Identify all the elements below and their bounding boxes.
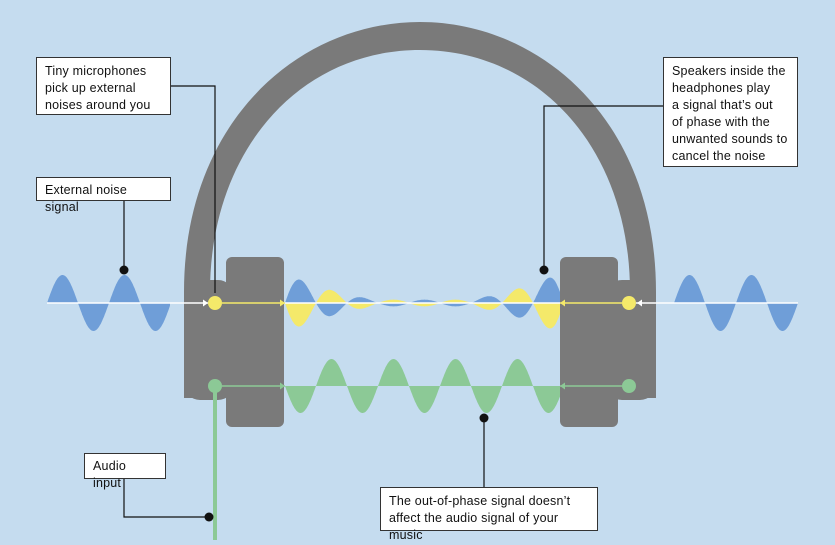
callout-external-noise: External noise signal [36, 177, 171, 214]
music-wave [285, 359, 560, 413]
leader-lines [123, 85, 663, 518]
callout-speakers: Speakers inside the headphones play a si… [663, 57, 798, 167]
left-earcup-outer [184, 280, 234, 400]
arrow-noise-into-speaker [637, 299, 642, 307]
leader-dot-audio-input [204, 512, 214, 522]
arrow-music-right [560, 382, 565, 390]
microphone-dot-icon [208, 296, 222, 310]
arrow-music-left [280, 382, 285, 390]
leader-speakers [543, 105, 663, 270]
callout-microphones: Tiny microphones pick up external noises… [36, 57, 171, 115]
speaker-dot-icon [622, 296, 636, 310]
leader-dot-external-noise [119, 265, 129, 275]
callout-out-of-phase: The out-of-phase signal doesn’t affect t… [380, 487, 598, 542]
right-earcup-outer [606, 280, 656, 400]
audio-out-dot-icon [622, 379, 636, 393]
arrow-antinoise-left [280, 299, 285, 307]
audio-in-dot-icon [208, 379, 222, 393]
left-earcup [226, 257, 284, 427]
right-earcup [560, 257, 618, 427]
arrow-antinoise-right [560, 299, 565, 307]
leader-audio-input [123, 479, 209, 518]
leader-microphones [171, 85, 216, 293]
leader-dot-out-of-phase [479, 413, 489, 423]
leader-dot-speakers [539, 265, 549, 275]
arrow-noise-into-mic [203, 299, 208, 307]
callout-audio-input: Audio input [84, 453, 166, 490]
